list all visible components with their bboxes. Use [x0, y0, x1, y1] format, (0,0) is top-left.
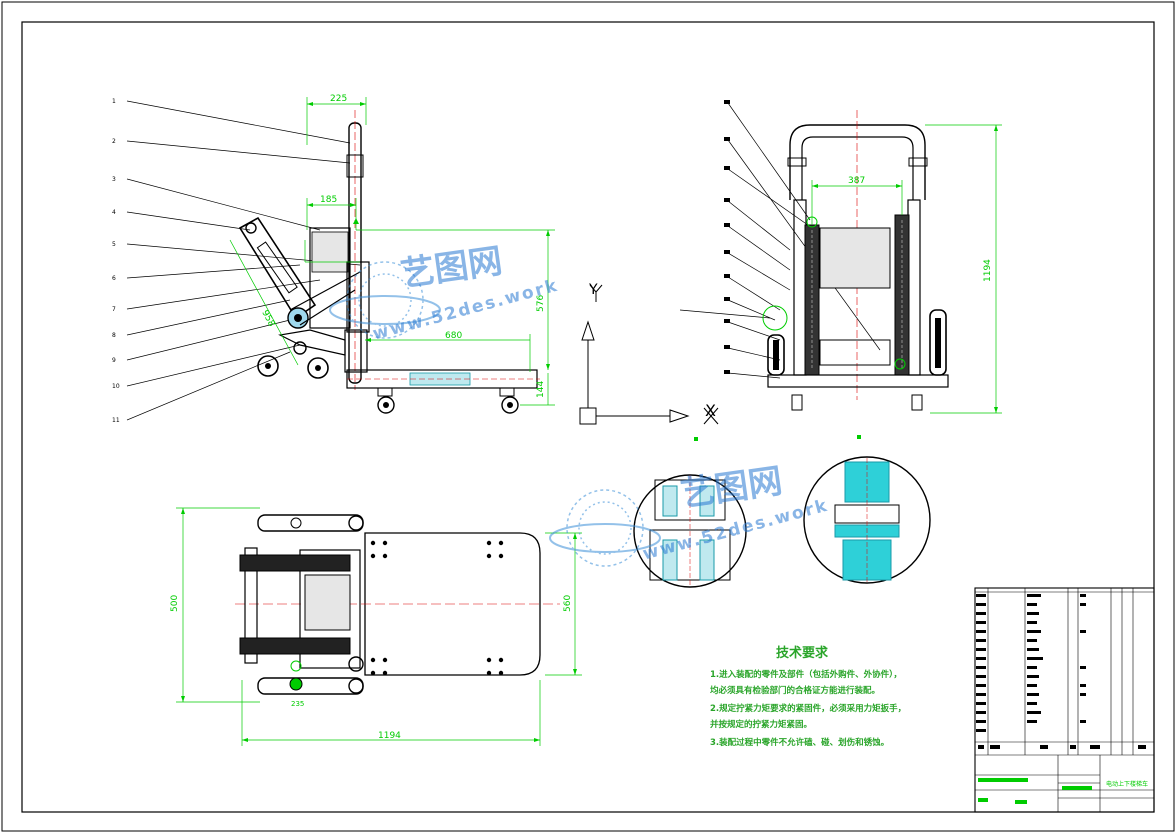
- tech-requirement-line: 3.装配过程中零件不允许磕、碰、划伤和锈蚀。: [710, 738, 890, 748]
- part-label: 3: [112, 176, 116, 183]
- watermark-globe-icon: [329, 261, 661, 567]
- tech-requirement-line: 并按规定的拧紧力矩紧固。: [710, 720, 813, 730]
- part-label: 8: [112, 332, 116, 339]
- inner-border: [21, 21, 1155, 813]
- dim-side-diag: 958: [259, 309, 276, 329]
- tech-requirement-line: 均必须具有检验部门的合格证方能进行装配。: [710, 686, 881, 696]
- part-label: 11: [112, 417, 120, 424]
- part-label: 2: [112, 138, 116, 145]
- drawing-name: 电动上下楼梯车: [1106, 780, 1148, 788]
- dim-top-height-left: 500: [170, 595, 180, 612]
- dim-front-height: 1194: [983, 259, 993, 282]
- dim-side-mid-width: 185: [320, 195, 337, 205]
- part-label: 1: [112, 98, 116, 105]
- tech-requirement-line: 2.规定拧紧力矩要求的紧固件，必须采用力矩扳手，: [710, 704, 907, 714]
- dim-side-base-length: 680: [445, 331, 462, 341]
- tech-requirement-line: 1.进入装配的零件及部件（包括外购件、外协件），: [710, 670, 902, 680]
- dim-side-height-lower: 144: [536, 381, 546, 398]
- part-label: 10: [112, 383, 120, 390]
- part-label: 4: [112, 209, 116, 216]
- dim-side-height-upper: 576: [536, 295, 546, 312]
- part-label: 5: [112, 241, 116, 248]
- dim-top-width: 1194: [378, 731, 401, 741]
- part-label: 7: [112, 306, 116, 313]
- dim-side-top-width: 225: [330, 94, 347, 104]
- tech-requirements-title: 技术要求: [776, 646, 829, 661]
- detail-view-left: [633, 437, 747, 588]
- title-block: [974, 587, 1155, 813]
- title-block-rows: [976, 594, 1146, 804]
- dim-front-width: 387: [848, 176, 865, 186]
- side-view: 225 185 680 576 144 958 1 2 3 4 5 6 7 8 …: [112, 94, 555, 424]
- part-label: 9: [112, 357, 116, 364]
- top-view: 500 560 1194 235: [170, 507, 582, 746]
- front-view: 387 1194: [679, 100, 1002, 414]
- part-label: 6: [112, 275, 116, 282]
- axis-x-label: X: [705, 401, 716, 420]
- detail-view-right: [803, 435, 931, 584]
- ucs-icon: [579, 284, 719, 425]
- dim-top-height-right: 560: [563, 595, 573, 612]
- axis-y-label: Y: [589, 282, 598, 298]
- dim-top-small: 235: [291, 700, 304, 708]
